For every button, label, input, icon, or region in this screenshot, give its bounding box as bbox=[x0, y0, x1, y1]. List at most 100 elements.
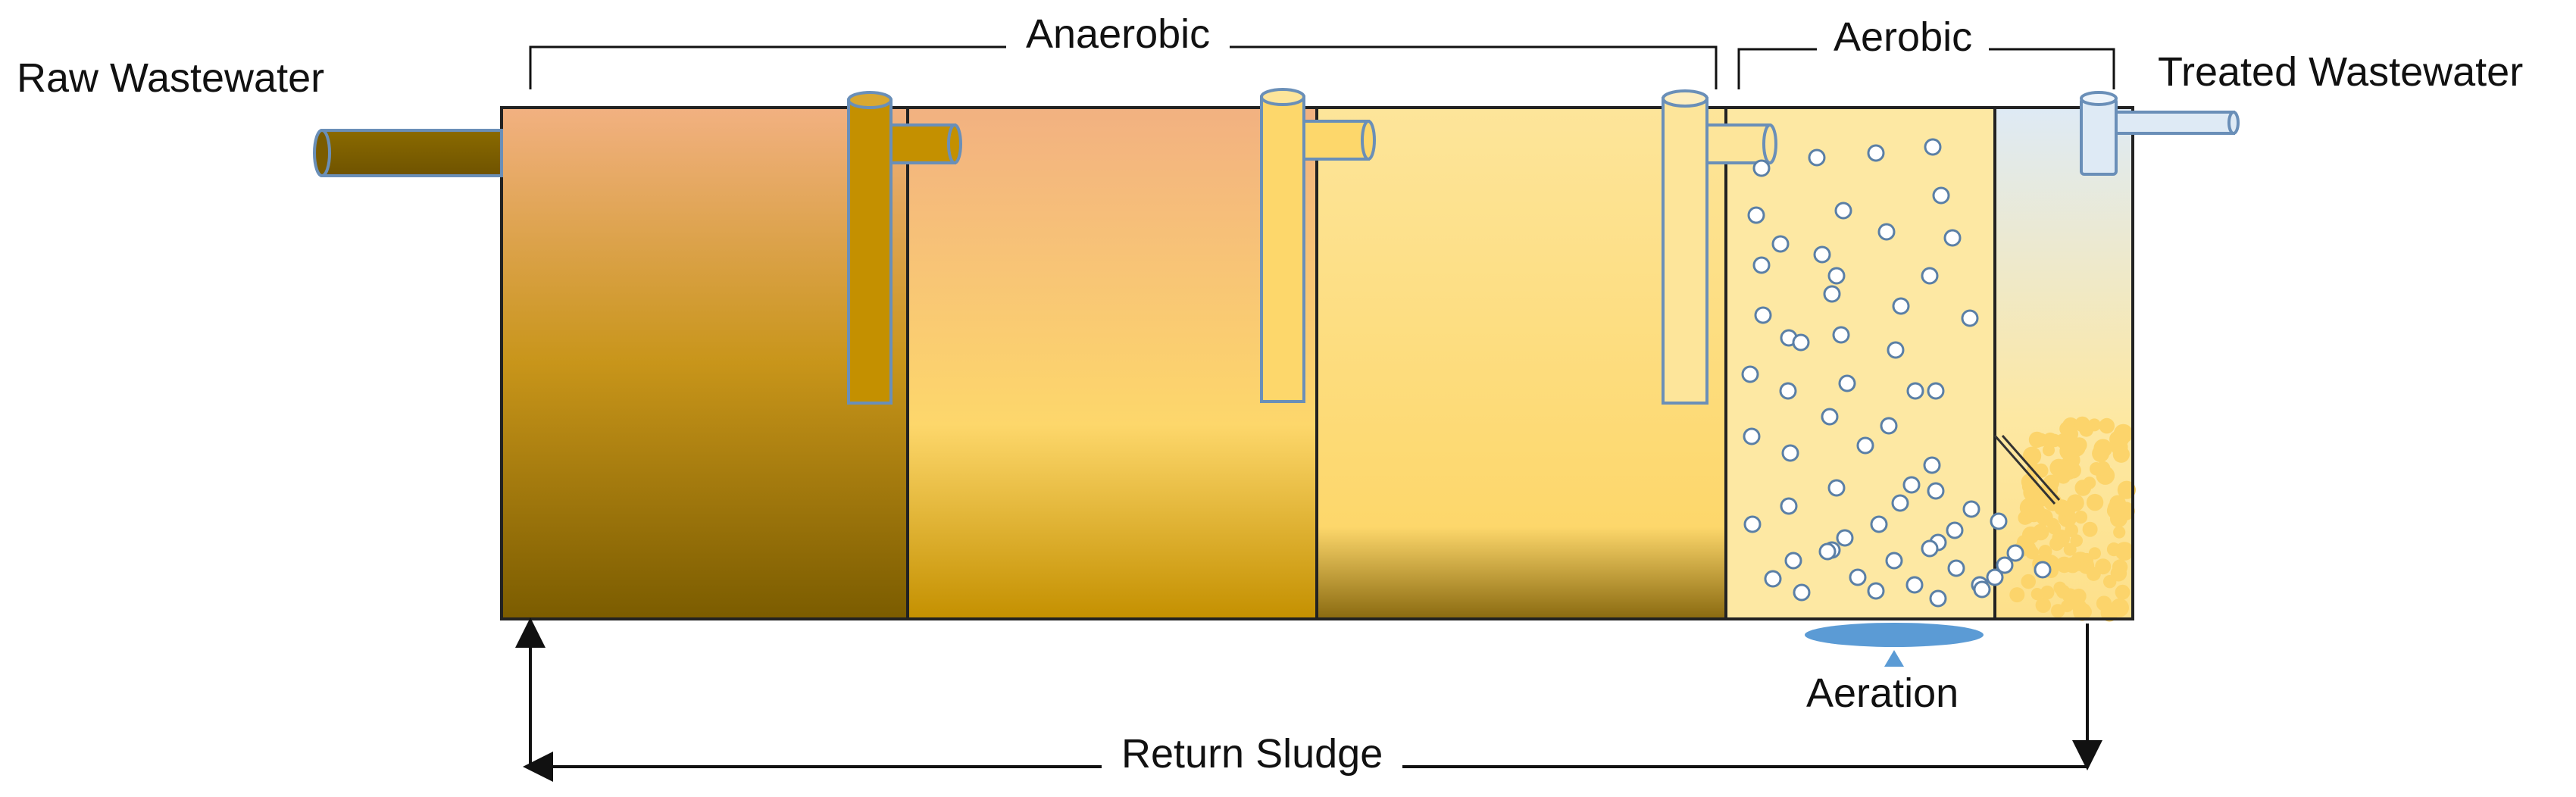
transfer-pipe-1 bbox=[847, 91, 962, 405]
air-bubble bbox=[1747, 206, 1765, 224]
sludge-particle bbox=[2029, 504, 2046, 520]
sludge-particle bbox=[2025, 545, 2040, 560]
sludge-particle bbox=[2070, 534, 2083, 547]
air-bubble bbox=[1743, 427, 1761, 445]
aeration-label: Aeration bbox=[1806, 670, 1959, 716]
settled-sludge bbox=[2009, 416, 2136, 622]
air-bubble bbox=[1885, 552, 1903, 570]
sludge-particle bbox=[2074, 511, 2088, 524]
air-bubble bbox=[1827, 267, 1846, 285]
transfer-pipe-3 bbox=[1662, 89, 1777, 405]
air-bubble bbox=[1779, 382, 1797, 400]
sludge-particle bbox=[2071, 597, 2084, 611]
sludge-particle bbox=[2065, 557, 2081, 574]
air-bubble bbox=[1946, 521, 1964, 539]
air-bubble bbox=[1743, 515, 1762, 533]
sludge-particle bbox=[2035, 597, 2051, 613]
air-bubble bbox=[2006, 544, 2024, 562]
air-bubble bbox=[1836, 529, 1854, 547]
sludge-particle bbox=[2034, 463, 2049, 478]
air-bubble bbox=[1754, 306, 1772, 324]
sludge-particle bbox=[2112, 559, 2128, 575]
air-bubble bbox=[1973, 580, 1991, 599]
sludge-particle bbox=[2100, 603, 2119, 622]
sludge-particle bbox=[2021, 480, 2035, 493]
air-bubble bbox=[1867, 144, 1885, 162]
air-bubble bbox=[1921, 267, 1939, 285]
air-bubble bbox=[1867, 582, 1885, 600]
air-bubble bbox=[1827, 479, 1846, 497]
tank-outline bbox=[500, 106, 2134, 620]
sludge-particle bbox=[2082, 521, 2098, 537]
sludge-particle bbox=[2049, 536, 2065, 552]
sludge-particle bbox=[2087, 418, 2101, 432]
air-bubble bbox=[1823, 285, 1841, 303]
sludge-particle bbox=[2083, 477, 2096, 489]
sludge-particle bbox=[2063, 542, 2077, 556]
sludge-particle bbox=[2117, 480, 2136, 499]
sludge-particle bbox=[2087, 567, 2101, 581]
air-bubble bbox=[1792, 333, 1810, 352]
air-bubble bbox=[1902, 476, 1921, 494]
air-bubble bbox=[1906, 382, 1924, 400]
sludge-particle bbox=[2053, 581, 2067, 595]
sludge-particle bbox=[2030, 588, 2043, 601]
air-bubble bbox=[1929, 589, 1947, 608]
sludge-particle bbox=[2061, 599, 2074, 613]
sludge-particle bbox=[2088, 547, 2101, 560]
air-bubble bbox=[1921, 539, 1939, 558]
air-bubble bbox=[1996, 556, 2014, 574]
air-bubble bbox=[1905, 576, 1924, 594]
sludge-particle bbox=[2021, 574, 2036, 589]
air-bubble bbox=[1943, 229, 1962, 247]
air-bubble bbox=[1891, 494, 1909, 512]
air-bubble bbox=[1793, 583, 1811, 602]
sludge-particle bbox=[2093, 439, 2112, 458]
air-bubble bbox=[1986, 568, 2004, 586]
sludge-particle bbox=[2040, 585, 2055, 600]
air-bubble bbox=[2034, 561, 2052, 579]
treated-wastewater-label: Treated Wastewater bbox=[2158, 49, 2524, 95]
sludge-particle bbox=[2022, 446, 2042, 465]
air-bubble bbox=[1849, 568, 1867, 586]
sludge-particle bbox=[2112, 445, 2130, 463]
air-bubble bbox=[1838, 374, 1856, 392]
sludge-particle bbox=[2096, 461, 2111, 476]
aerobic-label: Aerobic bbox=[1817, 17, 1990, 58]
sludge-particle bbox=[2032, 524, 2049, 541]
air-bubble bbox=[1856, 436, 1874, 455]
air-bubbles bbox=[1741, 138, 2052, 608]
air-bubble bbox=[1947, 559, 1965, 577]
return-sludge-label: Return Sludge bbox=[1102, 733, 1403, 774]
sludge-particle bbox=[2115, 542, 2134, 561]
outlet-pipe bbox=[2080, 91, 2240, 176]
anaerobic-label: Anaerobic bbox=[1006, 14, 1230, 55]
air-bubble bbox=[1990, 512, 2008, 530]
air-bubble bbox=[1924, 138, 1942, 156]
air-bubble bbox=[1813, 245, 1831, 264]
raw-wastewater-label: Raw Wastewater bbox=[17, 55, 325, 101]
air-bubble bbox=[1927, 482, 1945, 500]
transfer-pipe-2 bbox=[1260, 88, 1376, 403]
clarifier-baffle bbox=[1993, 435, 2061, 505]
air-bubble bbox=[1877, 223, 1896, 241]
sludge-particle bbox=[2053, 499, 2071, 516]
anaerobic-tank-3 bbox=[1317, 108, 1726, 619]
sludge-particle bbox=[2066, 494, 2084, 512]
air-bubble bbox=[1752, 159, 1771, 177]
air-bubble bbox=[1771, 235, 1790, 253]
sludge-particle bbox=[2055, 433, 2071, 449]
air-bubble bbox=[1808, 148, 1826, 167]
air-bubble bbox=[1887, 341, 1905, 359]
sludge-particle bbox=[2115, 584, 2131, 600]
aeration-diffuser bbox=[1805, 623, 1984, 667]
air-bubble bbox=[1832, 326, 1850, 344]
anaerobic-tank-2 bbox=[908, 108, 1317, 619]
anaerobic-tank-1 bbox=[502, 108, 908, 619]
air-bubble bbox=[1818, 542, 1837, 561]
sludge-particle bbox=[2009, 587, 2025, 603]
sludge-particle bbox=[2055, 469, 2071, 484]
air-bubble bbox=[1784, 552, 1802, 570]
air-bubble bbox=[1780, 497, 1798, 515]
